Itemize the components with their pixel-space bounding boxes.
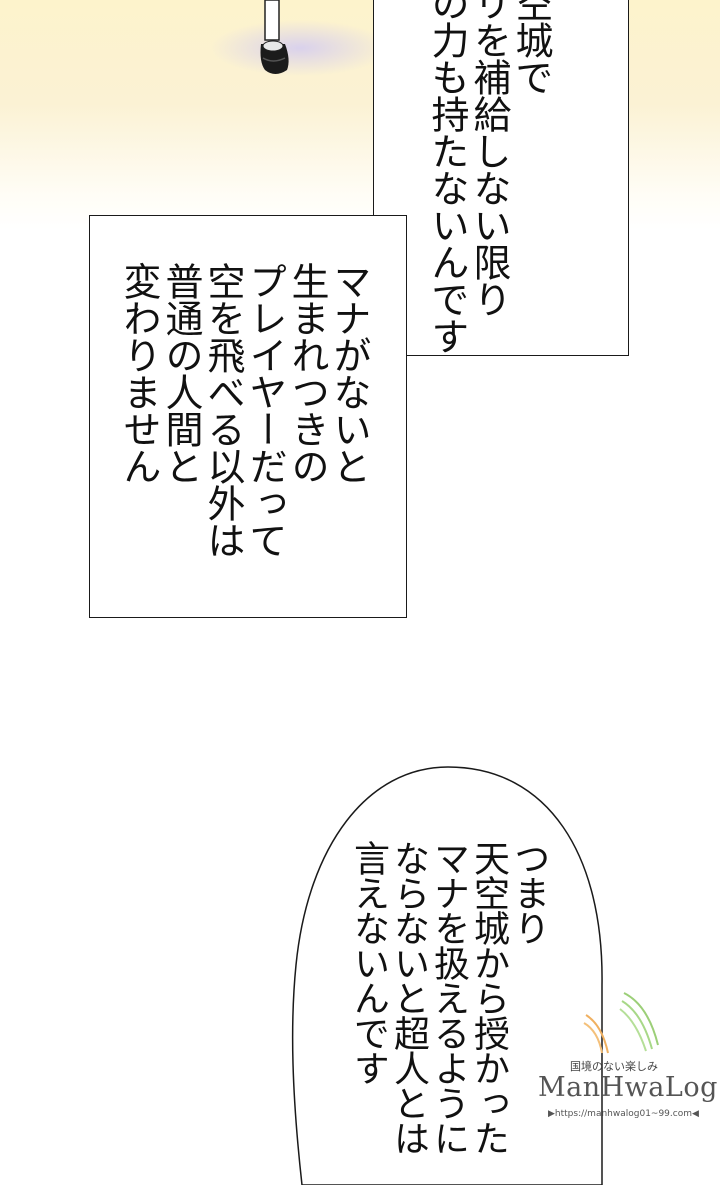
speech-bubble	[291, 766, 603, 1185]
bubble-text: つまり 天空城から授かった マナを扱えるように ならないと超人とは 言えないんで…	[348, 840, 549, 1155]
watermark-logo	[583, 992, 659, 1054]
caption-box-lower	[89, 215, 407, 618]
watermark-brand: ManHwaLog	[538, 1072, 718, 1103]
caption-text-upper: 空城で リを補給しない限り の力も持たないんです	[425, 0, 553, 354]
character-feet	[260, 0, 289, 74]
caption-text-lower: マナがないと 生まれつきの プレイヤーだって 空を飛べる以外は 普通の人間と 変…	[117, 262, 371, 558]
caption-box-upper	[373, 0, 629, 356]
watermark-url: ▶https://manhwalog01~99.com◀	[548, 1109, 699, 1119]
watermark-tagline: 国境のない楽しみ	[570, 1060, 658, 1073]
caption-box-join	[374, 216, 406, 355]
